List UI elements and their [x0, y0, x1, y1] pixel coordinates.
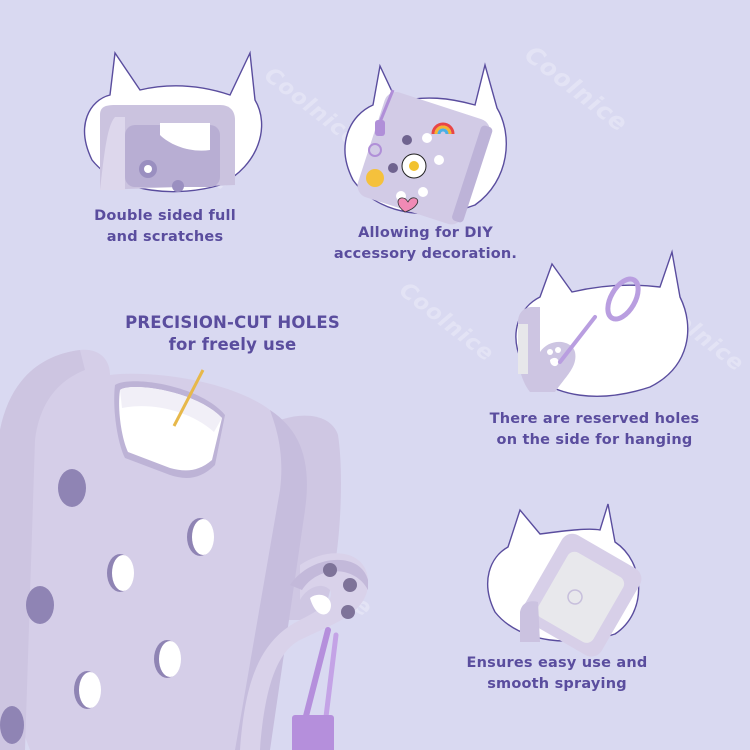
feature-image-easy-spraying	[480, 502, 650, 657]
feature-caption-hanging-holes: There are reserved holes on the side for…	[489, 411, 700, 448]
feature-image-hanging-holes	[510, 249, 700, 402]
watermark: Coolnice	[519, 40, 634, 138]
feature-caption-easy-spraying: Ensures easy use and smooth spraying	[466, 655, 648, 692]
feature-caption-diy-decoration: Allowing for DIY accessory decoration.	[333, 225, 518, 262]
hero-product-image	[0, 340, 370, 750]
watermark: Coolnice	[394, 277, 499, 368]
feature-image-diy-decoration	[335, 60, 515, 225]
feature-image-double-sided	[70, 45, 270, 195]
hero-title: PRECISION-CUT HOLES for freely use	[125, 313, 340, 354]
feature-caption-double-sided: Double sided full and scratches	[94, 208, 236, 245]
